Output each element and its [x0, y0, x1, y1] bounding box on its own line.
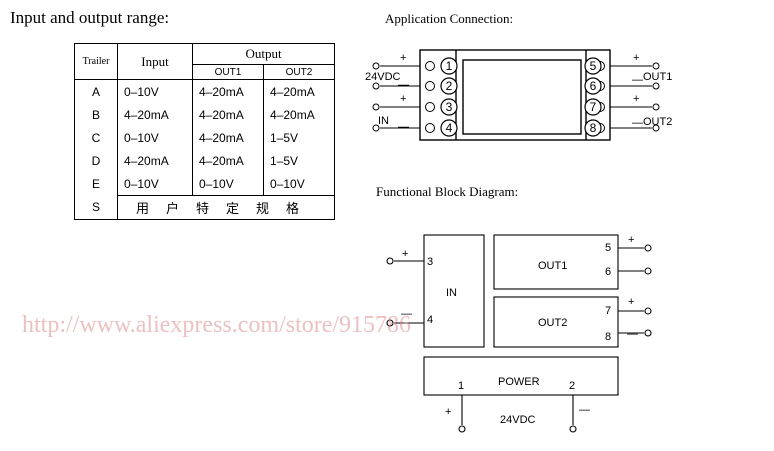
table-row: C 0–10V 4–20mA 1–5V [74, 126, 335, 149]
special-spec-cell: 用户特定规格 [117, 195, 335, 220]
trailer-cell: B [74, 103, 118, 126]
supply-minus-label: — [398, 79, 409, 91]
trailer-cell: S [74, 195, 118, 220]
out2-plus-label: + [633, 93, 639, 105]
power-block-label: POWER [498, 376, 540, 388]
out1-label: OUT1 [643, 71, 672, 83]
out2-cell: 4–20mA [263, 103, 335, 126]
screw-icon [425, 123, 435, 133]
out2-plus-label: + [628, 296, 634, 308]
trailer-cell: A [74, 79, 118, 103]
power-block [423, 356, 619, 396]
out1-block-label: OUT1 [538, 260, 567, 272]
power-minus-label: — [579, 404, 590, 416]
in-block-label: IN [446, 287, 457, 299]
input-cell: 0–10V [117, 172, 193, 196]
header-trailer: Trailer [74, 43, 118, 80]
functional-block-diagram: IN OUT1 OUT2 POWER 24VDC 3 4 5 6 7 8 1 2… [386, 234, 652, 433]
out1-plus-label: + [628, 234, 634, 246]
out2-cell: 4–20mA [263, 79, 335, 103]
pin-5-label: 5 [605, 242, 611, 254]
out1-cell: 4–20mA [192, 126, 264, 149]
out1-cell: 4–20mA [192, 149, 264, 172]
power-supply-label: 24VDC [500, 414, 536, 426]
pin-7-label: 7 [590, 100, 597, 114]
block-diagram-title: Functional Block Diagram: [376, 184, 519, 199]
out2-minus-label: — [627, 328, 638, 340]
input-plus-label: + [400, 93, 406, 105]
screw-icon [425, 61, 435, 71]
screw-icon [425, 81, 435, 91]
header-out1: OUT1 [192, 64, 264, 80]
supply-label: 24VDC [365, 71, 401, 83]
out1-plus-label: + [633, 52, 639, 64]
pin-8-label: 8 [605, 331, 611, 343]
out2-block-label: OUT2 [538, 317, 567, 329]
out2-cell: 0–10V [263, 172, 335, 196]
pin-6-label: 6 [605, 266, 611, 278]
out2-cell: 1–5V [263, 149, 335, 172]
application-connection-diagram: 1 2 3 4 5 6 7 8 + 24VDC — + IN — + — OUT… [365, 49, 672, 141]
trailer-cell: E [74, 172, 118, 196]
table-row: B 4–20mA 4–20mA 4–20mA [74, 103, 335, 126]
out2-minus-label: — [632, 117, 643, 129]
table-row: E 0–10V 0–10V 0–10V [74, 172, 335, 196]
pin-3-label: 3 [427, 256, 433, 268]
out1-minus-label: — [632, 74, 643, 86]
out2-block [493, 296, 619, 348]
table-row: A 0–10V 4–20mA 4–20mA [74, 79, 335, 103]
input-cell: 4–20mA [117, 103, 193, 126]
out1-cell: 4–20mA [192, 79, 264, 103]
power-plus-label: + [445, 406, 451, 418]
pin-6-label: 6 [590, 79, 597, 93]
watermark-url: http://www.aliexpress.com/store/915786 [22, 312, 412, 338]
out1-cell: 0–10V [192, 172, 264, 196]
out1-minus-label: — [627, 265, 638, 277]
table-row-special: S 用户特定规格 [74, 195, 335, 220]
header-out2: OUT2 [263, 64, 335, 80]
input-cell: 4–20mA [117, 149, 193, 172]
input-cell: 0–10V [117, 126, 193, 149]
input-minus-label: — [398, 121, 409, 133]
screw-icon [425, 102, 435, 112]
pin-3-label: 3 [446, 100, 453, 114]
pin-7-label: 7 [605, 305, 611, 317]
pin-2-label: 2 [569, 380, 575, 392]
input-cell: 0–10V [117, 79, 193, 103]
in-minus-label: — [401, 308, 412, 320]
pin-4-label: 4 [446, 121, 453, 135]
pin-4-label: 4 [427, 314, 433, 326]
range-title: Input and output range: [10, 8, 170, 27]
header-input: Input [117, 43, 193, 80]
supply-plus-label: + [400, 52, 406, 64]
application-title: Application Connection: [385, 11, 514, 26]
in-block [423, 234, 485, 348]
header-output: Output [192, 43, 335, 65]
trailer-cell: D [74, 149, 118, 172]
table-row: D 4–20mA 4–20mA 1–5V [74, 149, 335, 172]
pin-8-label: 8 [590, 121, 597, 135]
in-plus-label: + [402, 248, 408, 260]
pin-5-label: 5 [590, 59, 597, 73]
input-label: IN [378, 115, 389, 127]
out2-cell: 1–5V [263, 126, 335, 149]
out1-block [493, 234, 619, 290]
range-table: Trailer Input Output OUT1 OUT2 A 0–10V 4… [74, 43, 335, 220]
module-body [419, 49, 611, 141]
pin-1-label: 1 [446, 59, 453, 73]
pin-1-label: 1 [458, 380, 464, 392]
out1-cell: 4–20mA [192, 103, 264, 126]
out2-label: OUT2 [643, 116, 672, 128]
pin-2-label: 2 [446, 79, 453, 93]
module-window [462, 59, 582, 135]
trailer-cell: C [74, 126, 118, 149]
